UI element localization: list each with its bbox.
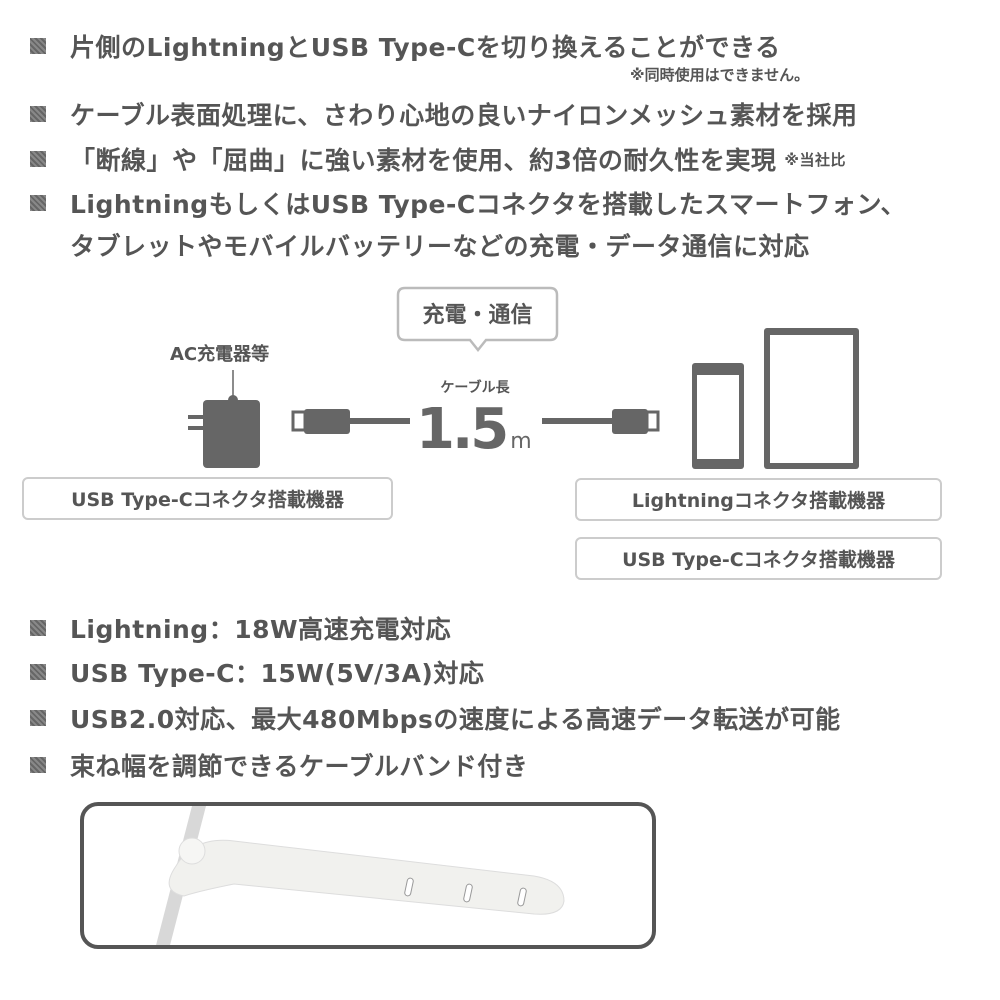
feature-text: USB2.0対応、最大480Mbpsの速度による高速データ転送が可能 [70,705,841,734]
feature-text: 「断線」や「屈曲」に強い素材を使用、約3倍の耐久性を実現 [70,146,777,175]
feature-note: ※当社比 [784,150,846,169]
speech-bubble [396,286,559,353]
feature-text: 束ね幅を調節できるケーブルバンド付き [70,752,529,781]
bullet-icon [30,620,46,636]
smartphone-icon [692,363,744,469]
bullet-icon [30,195,46,211]
bullet-icon [30,151,46,167]
bullet-icon [30,710,46,726]
feature-text-continuation: タブレットやモバイルバッテリーなどの充電・データ通信に対応 [70,232,810,261]
cable-length-unit: m [510,429,532,454]
ac-charger-icon [188,370,260,468]
feature-text: USB Type-C：15W(5V/3A)対応 [70,659,485,688]
cable-length-label: ケーブル長 [440,380,510,396]
cable-band-photo [80,802,656,949]
cable-band-image [156,806,565,945]
bullet-icon [30,757,46,773]
feature-item: 片側のLightningとUSB Type-Cを切り換えることができる [30,28,780,64]
feature-item: ケーブル表面処理に、さわり心地の良いナイロンメッシュ素材を採用 [30,96,858,132]
bullet-icon [30,38,46,54]
left-device-box: USB Type-Cコネクタ搭載機器 [22,477,393,520]
feature-text: 片側のLightningとUSB Type-Cを切り換えることができる [70,33,781,62]
feature-text: LightningもしくはUSB Type-Cコネクタを搭載したスマートフォン、 [70,190,906,219]
feature-text: ケーブル表面処理に、さわり心地の良いナイロンメッシュ素材を採用 [70,101,858,130]
bullet-icon [30,106,46,122]
feature-item: Lightning：18W高速充電対応 [30,610,451,646]
simultaneous-note: ※同時使用はできません。 [630,66,810,84]
feature-item: USB2.0対応、最大480Mbpsの速度による高速データ転送が可能 [30,700,841,736]
feature-item: 束ね幅を調節できるケーブルバンド付き [30,747,528,783]
cable-length: 1.5 m [416,402,532,458]
feature-item: LightningもしくはUSB Type-Cコネクタを搭載したスマートフォン、 [30,185,906,221]
right-device-box: Lightningコネクタ搭載機器 [575,478,942,521]
tablet-icon [764,328,859,469]
charger-label: AC充電器等 [170,344,270,365]
bullet-icon [30,664,46,680]
lightning-connector-icon [542,409,660,434]
feature-item: USB Type-C：15W(5V/3A)対応 [30,654,484,690]
cable-length-value: 1.5 [416,397,509,462]
bubble-label: 充電・通信 [422,303,533,328]
feature-item: 「断線」や「屈曲」に強い素材を使用、約3倍の耐久性を実現 ※当社比 [30,141,846,177]
usb-c-connector-icon [291,409,410,434]
feature-text: Lightning：18W高速充電対応 [70,615,452,644]
right-device-box: USB Type-Cコネクタ搭載機器 [575,537,942,580]
